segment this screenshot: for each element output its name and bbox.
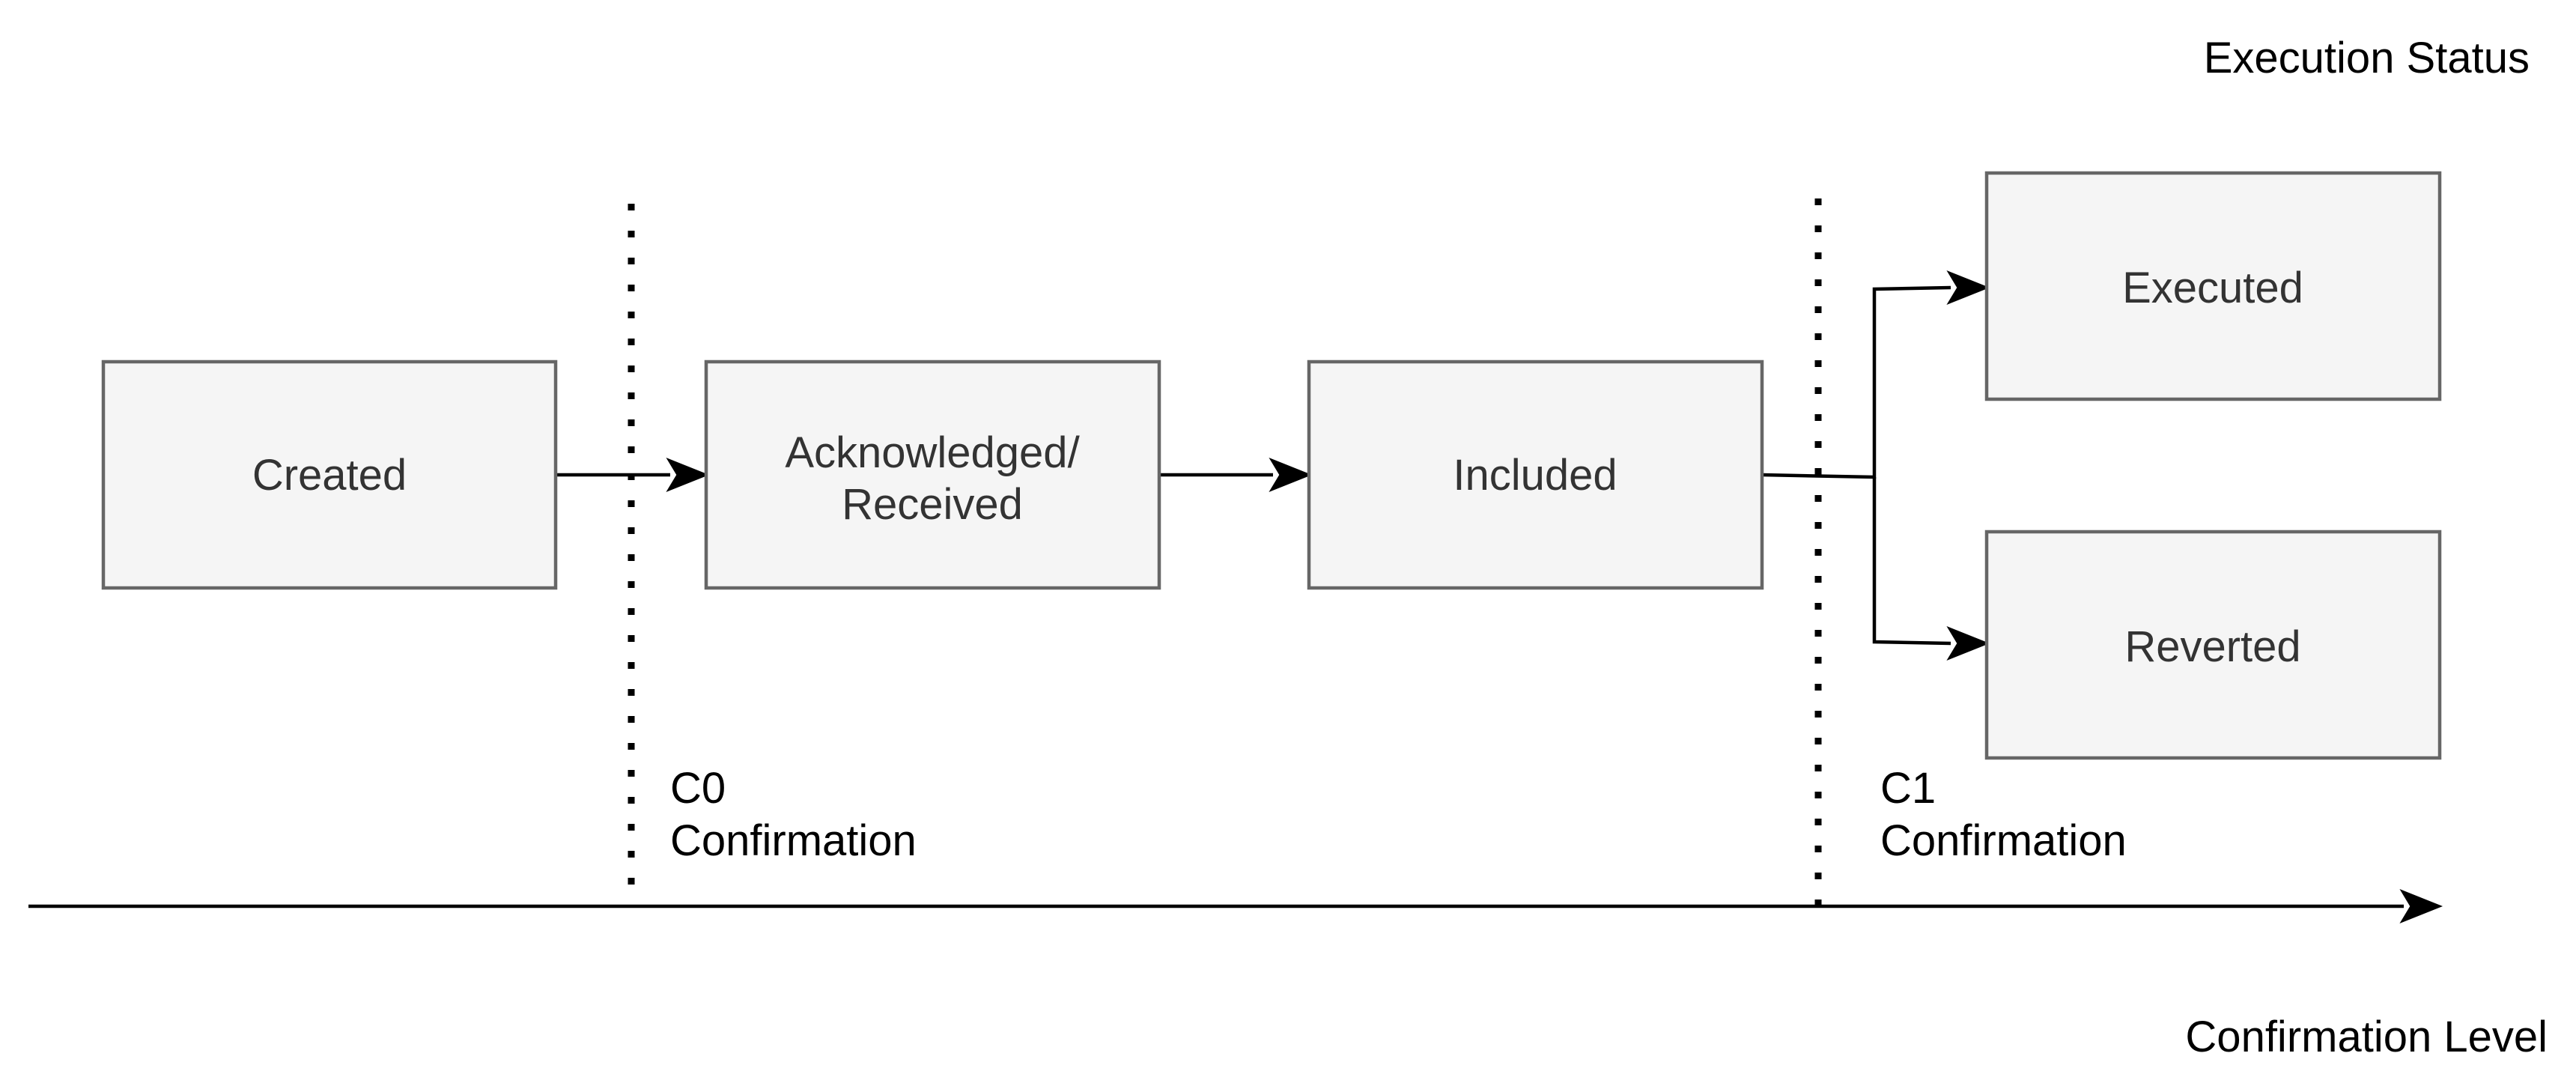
c0-level-label: C0 xyxy=(670,764,726,813)
edge-acknowledged-to-included xyxy=(1159,457,1313,493)
acknowledged-received-state-box: Acknowledged/ Received xyxy=(704,360,1161,590)
reverted-state-box: Reverted xyxy=(1984,530,2442,760)
confirmation-timeline-axis xyxy=(28,888,2443,924)
received-state-label: Received xyxy=(842,480,1023,529)
c0-confirmation-label: Confirmation xyxy=(670,816,917,865)
executed-state-box: Executed xyxy=(1984,171,2442,401)
executed-state-label: Executed xyxy=(2122,264,2303,312)
execution-status-axis-label: Execution Status xyxy=(2204,34,2530,82)
included-state-box: Included xyxy=(1307,360,1764,590)
confirmation-level-axis-label: Confirmation Level xyxy=(2185,1013,2548,1061)
edge-included-to-reverted xyxy=(1872,477,1990,661)
c1-confirmation-label: Confirmation xyxy=(1880,816,2127,865)
created-state-label: Created xyxy=(252,451,407,500)
included-state-label: Included xyxy=(1453,451,1617,500)
acknowledged-state-label: Acknowledged/ xyxy=(785,428,1080,477)
c1-level-label: C1 xyxy=(1880,764,1936,813)
created-state-box: Created xyxy=(101,360,558,590)
reverted-state-label: Reverted xyxy=(2124,622,2300,671)
edge-included-to-executed xyxy=(1761,270,1990,479)
edge-created-to-acknowledged xyxy=(556,457,710,493)
